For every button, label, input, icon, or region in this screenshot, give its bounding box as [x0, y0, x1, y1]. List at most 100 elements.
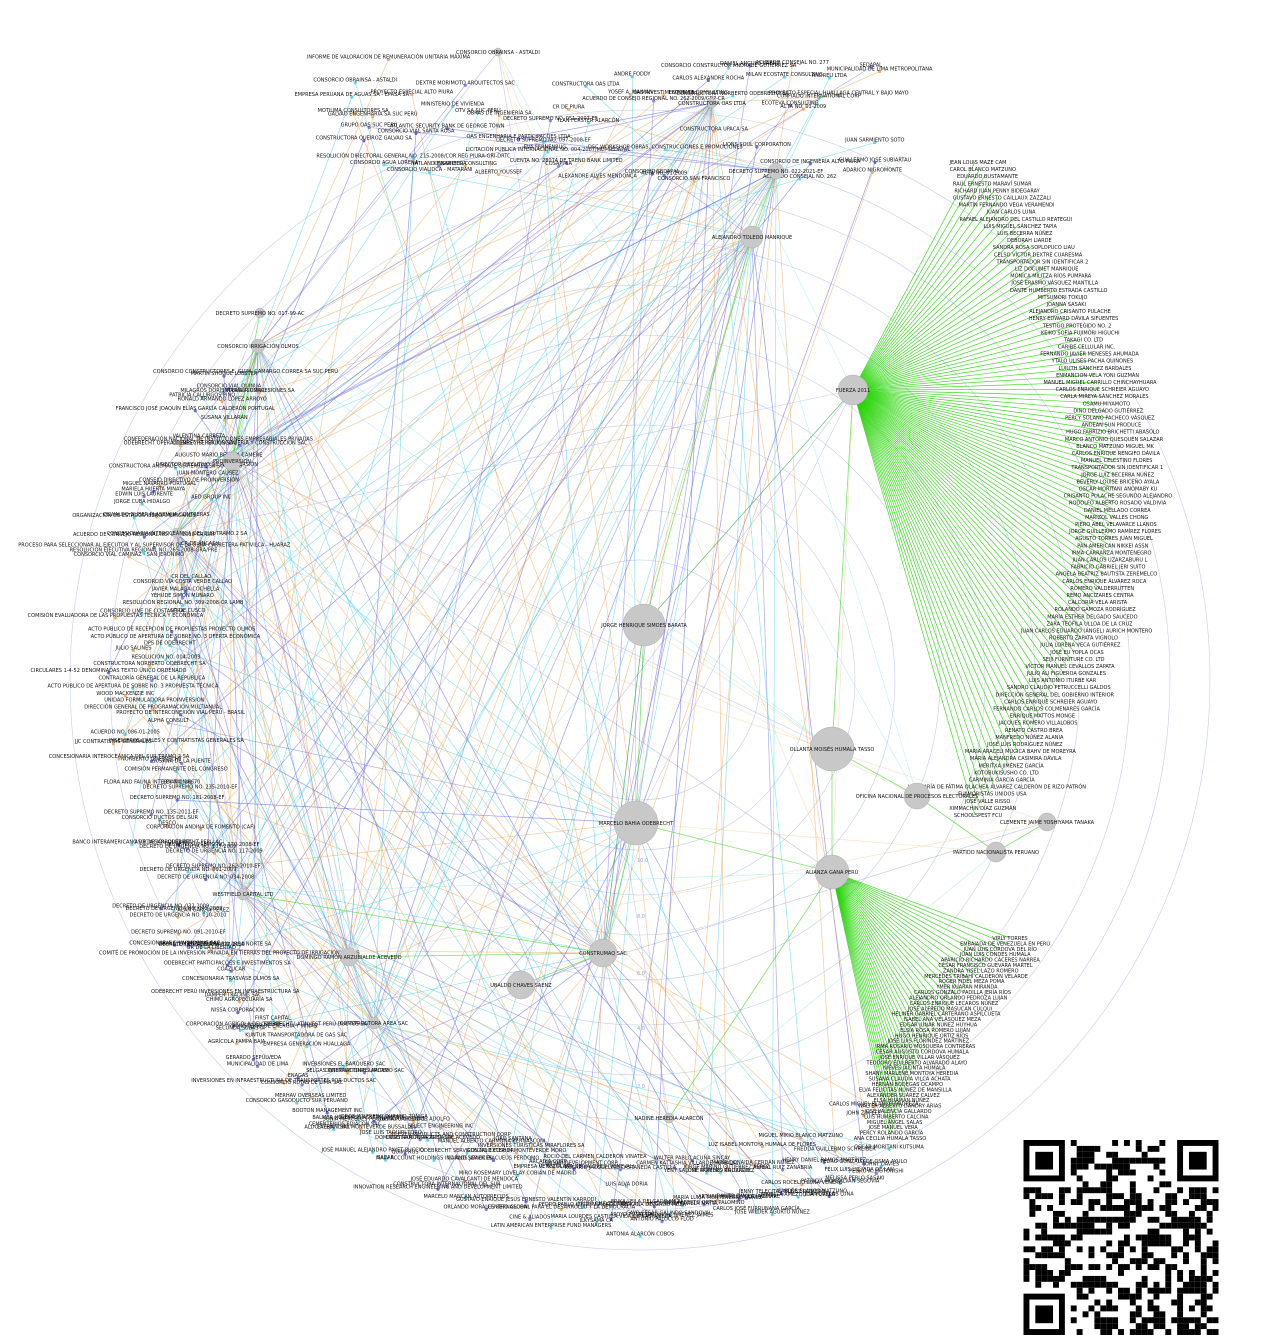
graph-edge	[411, 94, 604, 954]
graph-edge	[831, 871, 996, 955]
graph-node	[117, 757, 121, 761]
graph-edge	[229, 822, 637, 948]
graph-node	[382, 163, 386, 167]
node-label: IRMA ROSARIO MOSQUERA CONTRERAS	[875, 1044, 975, 1050]
graph-node	[862, 1114, 866, 1118]
graph-edge	[149, 345, 259, 667]
graph-edge	[668, 871, 833, 1119]
graph-edge	[242, 105, 791, 895]
graph-node	[873, 160, 877, 164]
graph-edge	[635, 389, 854, 824]
graph-edge	[831, 871, 947, 1014]
node-label: CHIMÚ AGROPECUARIA SA	[206, 996, 273, 1003]
node-label: MAIN ACCOUNT HOLDINGS INC AND SERVICES	[376, 1155, 492, 1161]
node-label: LUZ MARÍA DE FÁTIMA OLACHEA ÁLVAREZ CALD…	[908, 784, 1086, 791]
node-label: COMISIÓN EVALUADORA DE LAS PROPUESTAS TÉ…	[28, 611, 204, 619]
graph-edge	[852, 389, 1104, 404]
node-label: JOSÉ MANUEL VERA	[867, 1123, 918, 1131]
graph-node	[314, 1025, 318, 1029]
graph-edge	[194, 410, 233, 462]
graph-edge	[200, 236, 753, 830]
graph-node	[186, 611, 190, 615]
graph-node	[362, 139, 366, 143]
graph-edge	[852, 389, 1032, 730]
graph-edge	[635, 102, 713, 824]
graph-edge	[176, 532, 705, 1205]
node-label: ROLANDO GAMOZA RODRÍGUEZ	[1054, 606, 1136, 613]
graph-edge	[852, 389, 1109, 553]
graph-edge	[852, 190, 995, 391]
graph-node	[754, 1209, 758, 1213]
graph-node	[584, 84, 588, 88]
node-label: ENRIQUE MATTOS MONGE	[1010, 714, 1075, 720]
graph-node	[873, 141, 877, 145]
node-label: ISABEL ANA VELÁSQUEZ MEZA	[903, 1016, 981, 1023]
hub-label: CLEMENTE JAIME YOSHIYAMA TANAKA	[1000, 820, 1095, 826]
node-label: LATIN AMERICAN ENTERPRISE FUND MANAGERS	[491, 1223, 612, 1229]
graph-node	[702, 1203, 706, 1207]
node-label: JUAN CARLOS LUNA	[986, 210, 1037, 216]
node-label: ROGER FIDEL MEZA POMA	[939, 979, 1005, 985]
node-label: NISSA CORPORACIÓN	[211, 1007, 265, 1014]
node-label: CONSORCIO LINE DE COSTANERA	[100, 609, 184, 615]
graph-node	[706, 78, 710, 83]
node-label: TRANSPORTADOR SIN IDENTIFICAR 2	[995, 259, 1088, 265]
node-label: JORGE MARINO GUTIÉRREZ PÉREZ	[683, 1162, 771, 1170]
graph-node	[356, 1118, 360, 1122]
graph-node	[210, 845, 214, 849]
graph-edge	[635, 66, 751, 824]
graph-node	[140, 502, 144, 506]
node-label: CORPORACIÓN ANDINA DE FOMENTO (CAF)	[146, 823, 255, 830]
node-label: DECRETO DE URGENCIA NO. 032-2009	[112, 904, 209, 910]
node-label: PATRICIA CALLIRGOS PINO	[169, 392, 235, 398]
hub-label: CONSTRUCTORA OAS LTDA	[678, 101, 746, 107]
graph-edge	[159, 170, 777, 821]
graph-edge	[451, 952, 604, 1138]
node-label: INGENIEROS CIVILES Y CONTRATISTAS GENERA…	[109, 738, 245, 744]
graph-edge	[852, 389, 1049, 702]
graph-node	[800, 1183, 804, 1187]
graph-node	[650, 172, 654, 176]
graph-node	[142, 494, 146, 499]
node-label: COSAPI SA	[545, 161, 572, 167]
node-label: OAS ENGENHARIA E PARTICIPACOES LTDA	[467, 134, 572, 140]
graph-edge	[373, 158, 414, 1024]
node-label: MIRELLA AMEZQUITA YOVERA	[761, 1192, 836, 1198]
graph-node	[199, 827, 203, 832]
graph-node	[251, 1058, 256, 1062]
graph-edge	[242, 893, 317, 1027]
graph-edge	[852, 324, 1075, 391]
graph-edge	[497, 51, 918, 797]
node-label: ACTO PÚBLICO DE APERTURA DE SOBRE NO. 3 …	[91, 633, 261, 640]
graph-edge	[831, 871, 1011, 939]
graph-node	[152, 700, 156, 705]
graph-node	[796, 1195, 800, 1199]
node-label: CRISANTO PULACHE SEGUNDO ALEJANDRO	[1064, 494, 1173, 500]
graph-edge	[585, 86, 753, 238]
node-label: DAMPER TRADING SAC	[204, 992, 262, 998]
graph-edge	[852, 310, 1068, 391]
node-label: PEDRO GONZALO DE OSMA AYULO	[820, 1159, 907, 1165]
node-label: BEVERLY LOUISE BRICEÑO AYALA	[1077, 478, 1160, 485]
graph-node	[131, 686, 135, 690]
graph-node	[411, 156, 416, 161]
node-label: JJC CONTRATISTAS GENERALES	[74, 739, 152, 745]
graph-edge	[373, 1022, 435, 1161]
node-label: OSWALDO DUBER PLASENCIA CONTRERAS	[103, 512, 210, 518]
node-label: ANA CECILIA HUMALA TASSO	[854, 1136, 927, 1142]
graph-edge	[175, 345, 259, 744]
node-label: JOANNA SASAKI	[1046, 302, 1086, 308]
node-label: KOTOBUKISUSHO CO. LTD	[974, 770, 1039, 776]
node-label: ILAN FERSTER ALARCÓN	[558, 117, 619, 124]
graph-edge	[132, 688, 244, 895]
graph-node	[256, 1064, 260, 1069]
node-label: RONALD ARMANDO LOPEZ ARROYO	[178, 397, 267, 403]
graph-edge	[852, 389, 985, 801]
node-label: DECRETO DE URGENCIA NO. 010-2010	[130, 912, 227, 918]
node-label: OSAMU MIYAMOTO	[1083, 401, 1130, 407]
graph-edge	[242, 893, 421, 1140]
node-label: TEODORO EDILBERTO ALVARADO ALAYO	[865, 1060, 967, 1066]
graph-edge	[852, 303, 1064, 391]
graph-node	[231, 1024, 235, 1028]
graph-edge	[852, 389, 1115, 511]
